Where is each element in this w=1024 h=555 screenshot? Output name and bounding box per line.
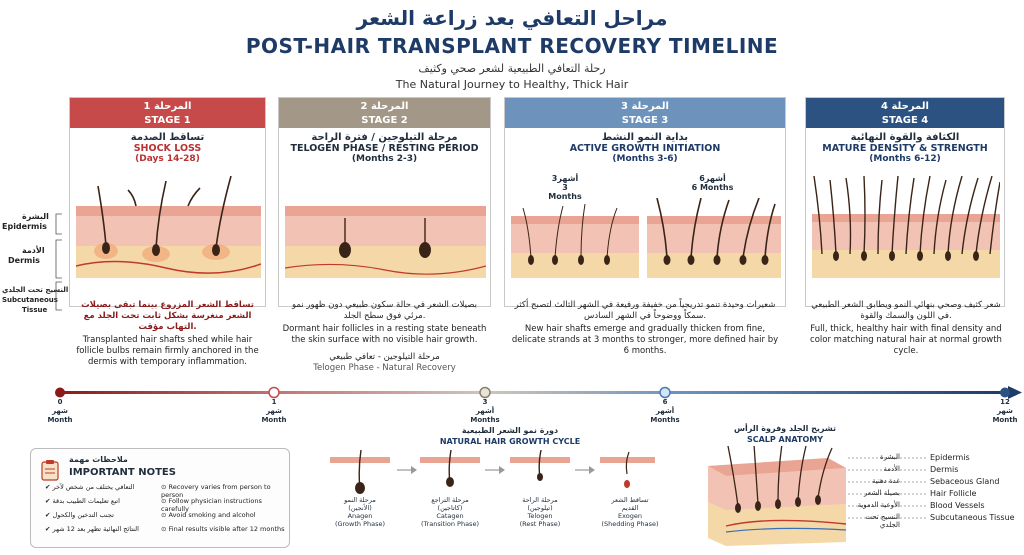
anatomy-label-ar-6: النسيج تحت الجلدي [865, 513, 900, 529]
note-en-2: ⊙ Follow physician instructions carefull… [161, 497, 262, 513]
anatomy-title-ar: تشريح الجلد وفروة الرأس [733, 424, 837, 433]
stage-4-name-ar: الكثافة والقوة النهائية [850, 132, 960, 143]
stage-4-header: المرحلة 4 STAGE 4 [806, 98, 1004, 128]
stage-card-3: المرحلة 3 STAGE 3 بداية النمو النشط ACTI… [504, 97, 786, 307]
stage-1-name-en: SHOCK LOSS [133, 143, 202, 154]
side-label-dermis: الأدمة Dermis [8, 246, 45, 265]
scalp-anatomy-illustration [708, 446, 847, 546]
notes-heading-en: IMPORTANT NOTES [69, 467, 176, 478]
cycle-title-en: NATURAL HAIR GROWTH CYCLE [439, 437, 581, 446]
stage-card-2: المرحلة 2 STAGE 2 مرحلة التيلوجين / فترة… [278, 97, 491, 307]
stage-4-period: (Months 6-12) [869, 154, 941, 164]
note-ar-3: ✔ تجنب التدخين والكحول [45, 511, 114, 519]
stage-1-description: تساقط الشعر المزروع بينما تبقى بصيلات ال… [76, 300, 259, 367]
side-bracket [55, 213, 62, 311]
anatomy-label-ar-4: بصيلة الشعر [864, 489, 900, 497]
note-en-4: ⊙ Final results visible after 12 months [161, 525, 285, 533]
timeline-bar [55, 386, 1022, 399]
anatomy-label-subcutaneous: Subcutaneous Tissue [930, 513, 1015, 522]
cycle-anagen: مرحلة النمو(الأنجين) Anagen(Growth Phase… [334, 496, 386, 528]
clipboard-icon [41, 460, 59, 481]
stage-card-1: المرحلة 1 STAGE 1 تساقط الصدمة SHOCK LOS… [69, 97, 266, 307]
stage-4-name-en: MATURE DENSITY & STRENGTH [822, 143, 988, 154]
stage-3-description: شعيرات وحيدة تنمو تدريجياً من خفيفة ورفي… [511, 300, 779, 356]
cycle-telogen: مرحلة الراحة(تيلوجين) Telogen(Rest Phase… [519, 496, 561, 528]
anatomy-label-ar-1: البشرة [880, 453, 900, 461]
stage-1-skin-illustration [76, 176, 261, 278]
stage-4-skin-illustration [812, 176, 1000, 278]
note-ar-4: ✔ النتائج النهائية تظهر بعد 12 شهر [45, 525, 139, 533]
stage-3-name-en: ACTIVE GROWTH INITIATION [569, 143, 721, 154]
anatomy-label-ar-5: الأوعية الدموية [857, 501, 900, 509]
note-en-3: ⊙ Avoid smoking and alcohol [161, 511, 256, 519]
cycle-illustration [330, 450, 655, 494]
note-ar-2: ✔ اتبع تعليمات الطبيب بدقة [45, 497, 120, 505]
stage-4-description: شعر كثيف وصحي بنهائي النمو ويطابق الشعر … [810, 300, 1002, 356]
stage-2-header: المرحلة 2 STAGE 2 [279, 98, 490, 128]
title-english: POST-HAIR TRANSPLANT RECOVERY TIMELINE [245, 34, 779, 58]
stage-3-name-ar: بداية النمو النشط [601, 132, 689, 143]
anatomy-label-vessels: Blood Vessels [930, 501, 985, 510]
subtitle-english: The Natural Journey to Healthy, Thick Ha… [395, 78, 629, 91]
stage-2-period: (Months 2-3) [351, 154, 418, 164]
stage-3-skin-illustration [511, 198, 781, 278]
stage-1-header: المرحلة 1 STAGE 1 [70, 98, 265, 128]
stage-2-extra-ar: مرحلة التيلوجين - تعافي طبيعي [329, 352, 440, 362]
anatomy-label-dermis: Dermis [930, 465, 959, 474]
stage-3-period: (Months 3-6) [612, 154, 678, 164]
anatomy-title-en: SCALP ANATOMY [746, 435, 824, 444]
stage-2-description: بصيلات الشعر في حالة سكون طبيعي دون ظهور… [282, 300, 487, 373]
anatomy-label-follicle: Hair Follicle [930, 489, 977, 498]
stage-1-period: (Days 14-28) [135, 154, 200, 164]
note-en-1: ⊙ Recovery varies from person to person [161, 483, 271, 499]
anatomy-label-ar-3: غدة دهنية [871, 477, 900, 485]
anatomy-label-ar-2: الأدمة [883, 465, 900, 473]
side-label-epidermis: البشرة Epidermis [2, 212, 49, 231]
title-arabic: مراحل التعافي بعد زراعة الشعر [356, 6, 668, 30]
cycle-title-ar: دورة نمو الشعر الطبيعية [461, 426, 559, 435]
stage-2-name-ar: مرحلة التيلوجين / فترة الراحة [311, 132, 458, 143]
stage-2-skin-illustration [285, 206, 486, 278]
notes-heading-ar: ملاحظات مهمة [69, 455, 128, 464]
stage-2-extra-en: Telogen Phase - Natural Recovery [313, 363, 456, 373]
note-ar-1: ✔ التعافي يختلف من شخص لآخر [45, 483, 135, 491]
anatomy-leader-lines [848, 457, 926, 519]
anatomy-label-sebaceous: Sebaceous Gland [930, 477, 1000, 486]
stage-3-header: المرحلة 3 STAGE 3 [505, 98, 785, 128]
cycle-catagen: مرحلة التراجع(كاتاجين) Catagen(Transitio… [421, 496, 479, 528]
stage-2-name-en: TELOGEN PHASE / RESTING PERIOD [290, 143, 479, 154]
side-label-subcutaneous: النسيج تحت الجلدي Subcutaneous Tissue [2, 286, 69, 314]
stage-card-4: المرحلة 4 STAGE 4 الكثافة والقوة النهائي… [805, 97, 1005, 307]
anatomy-label-epidermis: Epidermis [930, 453, 970, 462]
subtitle-arabic: رحلة التعافي الطبيعية لشعر صحي وكثيف [418, 62, 606, 75]
stage-1-name-ar: تساقط الصدمة [130, 132, 205, 143]
important-notes-box: ملاحظات مهمة IMPORTANT NOTES ✔ التعافي ي… [30, 448, 290, 548]
